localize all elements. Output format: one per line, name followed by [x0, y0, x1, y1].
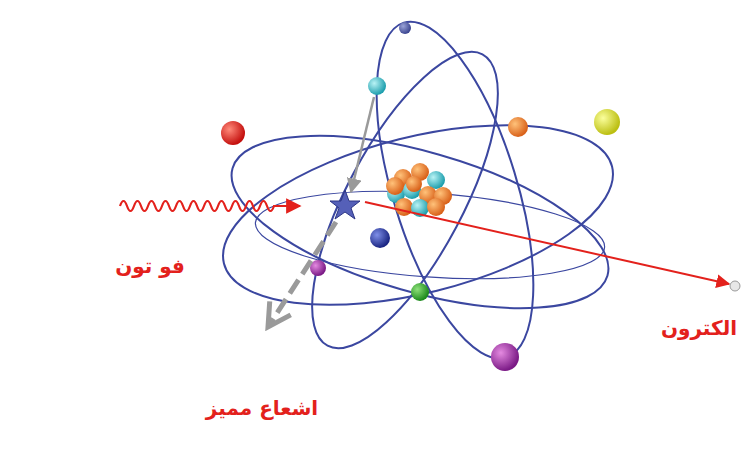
label: الكترون — [661, 316, 737, 340]
label: اشعاع مميز — [206, 396, 318, 420]
electron-path — [365, 202, 729, 284]
photon-wave — [120, 201, 300, 211]
electrons — [221, 22, 620, 371]
orbits — [205, 5, 631, 376]
transition-arrow — [351, 97, 374, 192]
interaction-star — [330, 190, 360, 219]
label: فو تون — [115, 254, 185, 278]
ejected-electron — [730, 281, 740, 291]
radiation-arrow — [268, 222, 336, 327]
